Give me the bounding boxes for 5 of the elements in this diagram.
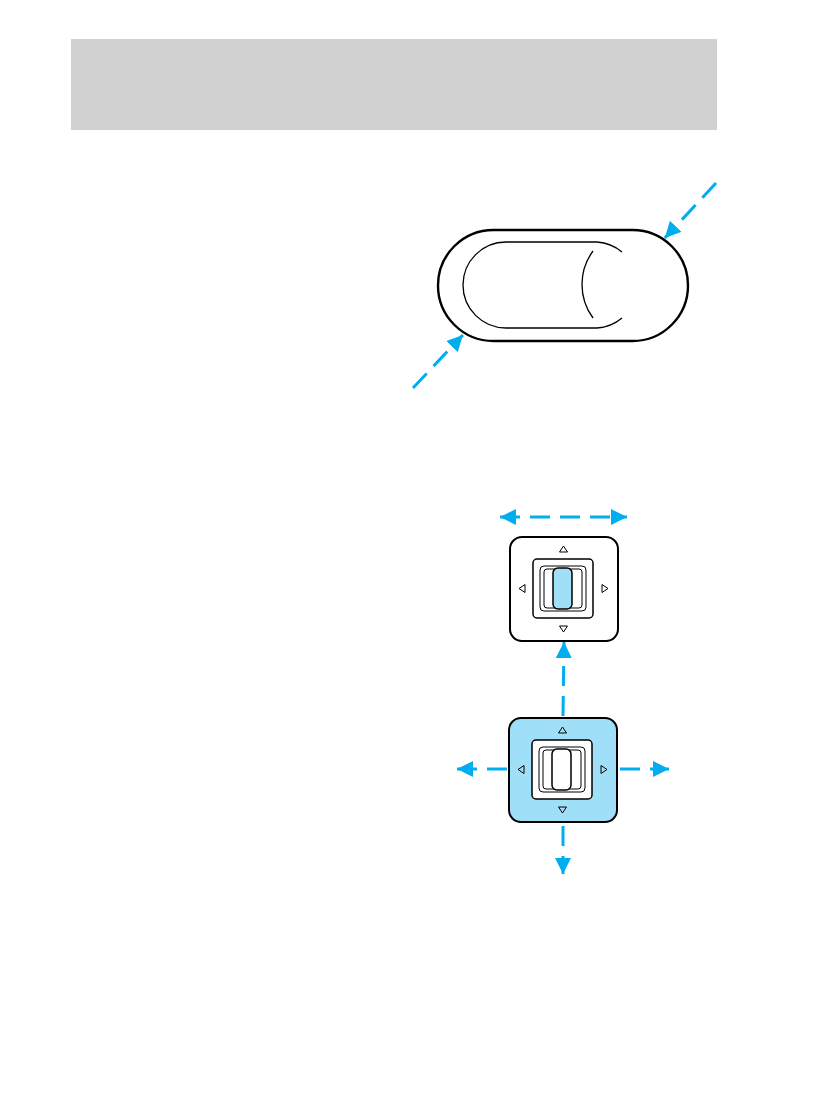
- mirror-control-drawing: [507, 716, 619, 824]
- mirror-control-drawing: [508, 535, 620, 642]
- arrow: [555, 641, 572, 717]
- arrow: [663, 181, 718, 240]
- arrow: [411, 333, 464, 390]
